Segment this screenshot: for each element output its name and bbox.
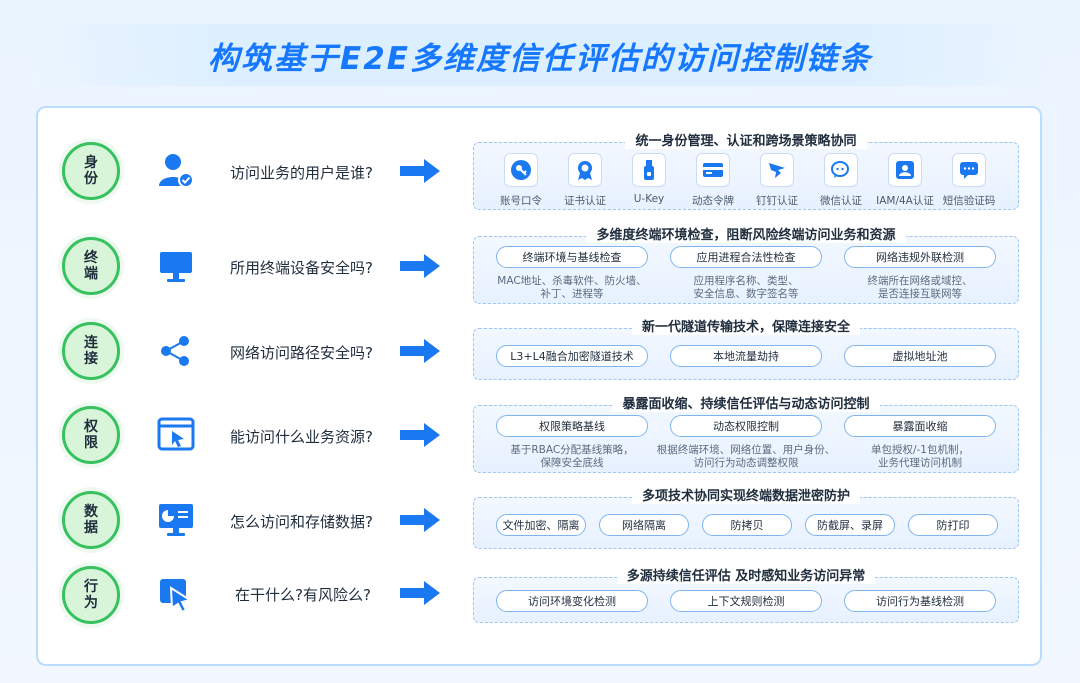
question-connection: 网络访问路径安全吗? — [230, 344, 373, 362]
cursor-click-icon — [160, 579, 193, 614]
pill-terminal-baseline: 终端环境与基线检查 — [496, 246, 648, 268]
arrow-right-icon — [400, 581, 440, 605]
title-banner: 构筑基于E2E多维度信任评估的访问控制链条 — [36, 24, 1044, 86]
data-screen-icon — [159, 504, 193, 536]
pill-process-legitimacy: 应用进程合法性检查 — [670, 246, 822, 268]
network-nodes-icon — [161, 336, 189, 366]
badge-identity: 身份 — [62, 142, 120, 200]
desc-process-legitimacy: 应用程序名称、类型、 安全信息、数字签名等 — [693, 275, 799, 300]
method-dingtalk: 钉钉认证 — [745, 153, 809, 208]
pill-traffic-hijack: 本地流量劫持 — [670, 345, 822, 367]
method-wechat: 微信认证 — [809, 153, 873, 208]
pill-env-change-detection: 访问环境变化检测 — [496, 590, 648, 612]
usb-key-icon — [644, 160, 654, 180]
question-permission: 能访问什么业务资源? — [230, 428, 373, 446]
pill-anti-print: 防打印 — [908, 514, 998, 536]
pill-permission-baseline: 权限策略基线 — [496, 415, 648, 437]
card-permission: 暴露面收缩、持续信任评估与动态访问控制 权限策略基线 动态权限控制 暴露面收缩 … — [473, 397, 1019, 473]
row-terminal: 终端 所用终端设备安全吗? 多维度终端环境检查，阻断风险终端访问业务和资源 终端… — [0, 226, 1080, 306]
method-iam-4a: IAM/4A认证 — [873, 153, 937, 208]
badge-data: 数据 — [62, 491, 120, 549]
card-data: 多项技术协同实现终端数据泄密防护 文件加密、隔离 网络隔离 防拷贝 防截屏、录屏… — [473, 489, 1019, 549]
pill-exposure-reduction: 暴露面收缩 — [844, 415, 996, 437]
arrow-right-icon — [400, 508, 440, 532]
question-identity: 访问业务的用户是谁? — [230, 164, 373, 182]
arrow-right-icon — [400, 339, 440, 363]
method-dynamic-token: 动态令牌 — [681, 153, 745, 208]
method-certificate: 证书认证 — [553, 153, 617, 208]
card-permission-headline: 暴露面收缩、持续信任评估与动态访问控制 — [612, 397, 880, 412]
badge-terminal: 终端 — [62, 237, 120, 295]
question-data: 怎么访问和存储数据? — [230, 513, 373, 531]
card-identity: 统一身份管理、认证和跨场景策略协同 账号口令 证书认证 — [473, 134, 1019, 210]
wechat-icon — [831, 161, 849, 178]
card-identity-headline: 统一身份管理、认证和跨场景策略协同 — [625, 134, 867, 149]
badge-behavior: 行为 — [62, 566, 120, 624]
sms-icon — [960, 162, 978, 179]
badge-permission: 权限 — [62, 406, 120, 464]
key-icon — [511, 160, 531, 180]
certificate-icon — [578, 161, 592, 180]
desc-permission-baseline: 基于RBAC分配基线策略， 保障安全底线 — [510, 444, 634, 469]
desc-outbound-detection: 终端所在网络或域控、 是否连接互联网等 — [867, 275, 973, 300]
arrow-right-icon — [400, 159, 440, 183]
user-verified-icon — [159, 154, 194, 188]
method-ukey: U-Key — [617, 153, 681, 205]
row-identity: 身份 访问业务的用户是谁? 统一身份管理、认证和跨场景策略协同 账号口令 — [0, 131, 1080, 211]
arrow-right-icon — [400, 423, 440, 447]
monitor-icon — [160, 252, 192, 282]
pill-dynamic-permission: 动态权限控制 — [670, 415, 822, 437]
row-permission: 权限 能访问什么业务资源? 暴露面收缩、持续信任评估与动态访问控制 权限策略基线… — [0, 395, 1080, 475]
iam-badge-icon — [896, 161, 914, 179]
pill-network-isolation: 网络隔离 — [599, 514, 689, 536]
token-card-icon — [703, 163, 723, 177]
pill-tunnel-encryption: L3+L4融合加密隧道技术 — [496, 345, 648, 367]
pill-outbound-detection: 网络违规外联检测 — [844, 246, 996, 268]
row-behavior: 行为 在干什么?有风险么? 多源持续信任评估 及时感知业务访问异常 访问环境变化… — [0, 555, 1080, 635]
method-sms-code: 短信验证码 — [937, 153, 1001, 208]
card-data-headline: 多项技术协同实现终端数据泄密防护 — [631, 489, 860, 504]
desc-exposure-reduction: 单包授权/-1包机制， 业务代理访问机制 — [870, 444, 969, 469]
card-terminal: 多维度终端环境检查，阻断风险终端访问业务和资源 终端环境与基线检查 应用进程合法… — [473, 228, 1019, 304]
pill-anti-screenshot: 防截屏、录屏 — [805, 514, 895, 536]
desc-dynamic-permission: 根据终端环境、网络位置、用户身份、 访问行为动态调整权限 — [656, 444, 836, 469]
card-behavior: 多源持续信任评估 及时感知业务访问异常 访问环境变化检测 上下文规则检测 访问行… — [473, 569, 1019, 623]
desc-terminal-baseline: MAC地址、杀毒软件、防火墙、 补丁、进程等 — [497, 275, 647, 300]
method-account-password: 账号口令 — [489, 153, 553, 208]
card-connection-headline: 新一代隧道传输技术，保障连接安全 — [631, 320, 860, 335]
pill-behavior-baseline-detection: 访问行为基线检测 — [844, 590, 996, 612]
arrow-right-icon — [400, 254, 440, 278]
card-connection: 新一代隧道传输技术，保障连接安全 L3+L4融合加密隧道技术 本地流量劫持 虚拟… — [473, 320, 1019, 380]
pill-context-rule-detection: 上下文规则检测 — [670, 590, 822, 612]
pill-virtual-address-pool: 虚拟地址池 — [844, 345, 996, 367]
pill-file-encryption: 文件加密、隔离 — [496, 514, 586, 536]
browser-cursor-icon — [157, 417, 195, 451]
dingtalk-icon — [769, 163, 785, 178]
badge-connection: 连接 — [62, 322, 120, 380]
row-data: 数据 怎么访问和存储数据? 多项技术协同实现终端数据泄密防护 文件加密、隔离 网… — [0, 480, 1080, 560]
pill-anti-copy: 防拷贝 — [702, 514, 792, 536]
page-title: 构筑基于E2E多维度信任评估的访问控制链条 — [208, 40, 872, 77]
question-behavior: 在干什么?有风险么? — [235, 586, 371, 604]
row-connection: 连接 网络访问路径安全吗? 新一代隧道传输技术，保障连接安全 L3+L4融合加密… — [0, 311, 1080, 391]
question-terminal: 所用终端设备安全吗? — [230, 259, 373, 277]
card-terminal-headline: 多维度终端环境检查，阻断风险终端访问业务和资源 — [586, 228, 906, 243]
card-behavior-headline: 多源持续信任评估 及时感知业务访问异常 — [616, 569, 876, 584]
